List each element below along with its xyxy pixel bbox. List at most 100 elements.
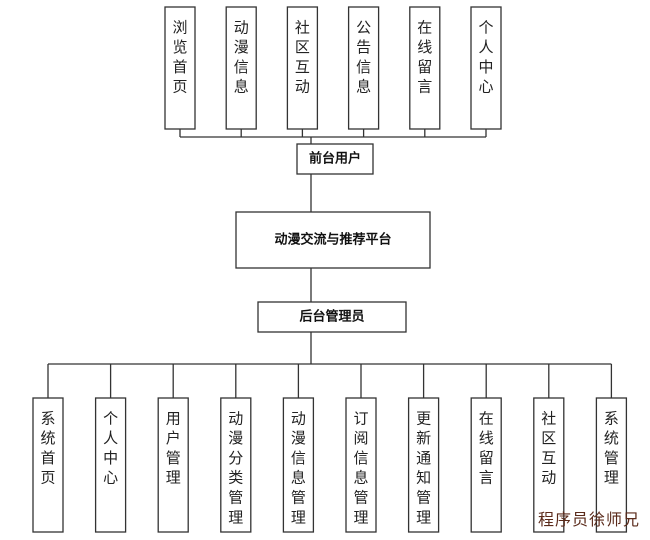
module-label-char: 在	[417, 18, 432, 36]
module-label-char: 息	[353, 469, 368, 487]
module-label-char: 社	[541, 409, 556, 427]
module-box	[347, 6, 380, 130]
module-label: 动漫信息管理	[291, 409, 306, 526]
module-label: 用户管理	[166, 409, 181, 486]
module-label: 浏览首页	[172, 18, 187, 95]
module-label-char: 首	[172, 58, 187, 76]
module-label-char: 理	[604, 469, 619, 487]
module-label-char: 息	[356, 78, 371, 96]
module-label-char: 互	[541, 449, 556, 467]
module-box	[407, 397, 440, 533]
module-label-char: 信	[356, 58, 371, 76]
module-label-char: 告	[356, 38, 371, 56]
module-label-char: 动	[228, 409, 243, 427]
module-label-char: 知	[416, 469, 431, 487]
module-box	[595, 397, 628, 533]
module-label-char: 互	[295, 58, 310, 76]
module-label-char: 息	[234, 78, 249, 96]
frontend-modules: 浏览首页 动漫信息 社区互动 公告信息 在线留言 个人中心	[164, 6, 502, 144]
module-label-char: 社	[295, 18, 310, 36]
frontend-user-label: 前台用户	[309, 151, 361, 167]
module-label: 公告信息	[356, 18, 371, 95]
module-label-char: 信	[234, 58, 249, 76]
module-label-char: 信	[353, 449, 368, 467]
module-box	[345, 397, 377, 533]
module-label-char: 分	[228, 449, 243, 467]
module-box	[470, 6, 502, 130]
module-label-char: 管	[228, 488, 243, 506]
module-box	[533, 397, 565, 533]
module-box	[409, 6, 441, 130]
module-label-char: 漫	[291, 429, 306, 447]
module-label-char: 览	[172, 38, 187, 56]
module-label: 更新通知管理	[416, 409, 431, 526]
module-box	[282, 397, 315, 533]
module-label: 订阅信息管理	[353, 409, 368, 526]
module-label-char: 更	[416, 409, 431, 427]
module-label-char: 理	[353, 508, 368, 526]
module-label-char: 理	[291, 508, 306, 526]
module-label-char: 区	[541, 429, 556, 447]
module-label: 系统首页	[40, 409, 55, 486]
module-label-char: 动	[291, 409, 306, 427]
module-label-char: 留	[417, 58, 432, 76]
module-label-char: 言	[417, 78, 432, 96]
module-label-char: 阅	[353, 429, 368, 447]
module-label-char: 人	[103, 429, 118, 447]
module-label: 社区互动	[295, 18, 310, 95]
module-label-char: 管	[604, 449, 619, 467]
backend-admin-label: 后台管理员	[299, 309, 364, 325]
module-label-char: 心	[478, 78, 493, 96]
central-nodes: 前台用户 动漫交流与推荐平台 后台管理员	[235, 143, 431, 333]
module-label-char: 言	[479, 469, 494, 487]
backend-admin-box	[257, 301, 407, 333]
module-label-char: 页	[172, 78, 187, 96]
module-label-char: 系	[604, 409, 619, 427]
module-label-char: 统	[40, 429, 55, 447]
module-label-char: 个	[478, 18, 493, 36]
module-label-char: 动	[541, 469, 556, 487]
module-label-char: 新	[416, 429, 431, 447]
module-label-char: 系	[40, 409, 55, 427]
module-label-char: 信	[291, 449, 306, 467]
module-label-char: 线	[479, 429, 494, 447]
module-box	[94, 397, 127, 533]
module-box	[220, 397, 252, 533]
module-label-char: 理	[166, 469, 181, 487]
module-label-char: 中	[478, 58, 493, 76]
module-label: 个人中心	[478, 18, 493, 95]
module-box	[286, 6, 319, 130]
module-label: 个人中心	[103, 409, 118, 486]
module-label: 系统管理	[604, 409, 619, 486]
module-label: 动漫信息	[234, 18, 249, 95]
module-label-char: 人	[478, 38, 493, 56]
module-label-char: 个	[103, 409, 118, 427]
module-label-char: 心	[103, 469, 118, 487]
frontend-user-box	[296, 143, 374, 175]
module-label-char: 留	[479, 449, 494, 467]
module-label-char: 管	[353, 488, 368, 506]
module-label-char: 漫	[234, 38, 249, 56]
module-box	[157, 397, 189, 533]
module-box	[32, 397, 64, 533]
module-label: 在线留言	[417, 18, 432, 95]
module-label-char: 户	[166, 429, 181, 447]
module-label-char: 管	[416, 488, 431, 506]
module-box	[470, 397, 502, 533]
module-label-char: 统	[604, 429, 619, 447]
platform-box	[235, 211, 431, 269]
watermark-text: 程序员徐师兄	[537, 510, 640, 529]
module-label: 动漫分类管理	[228, 409, 243, 526]
module-label-char: 类	[228, 469, 243, 487]
module-label-char: 理	[228, 508, 243, 526]
backend-modules: 系统首页个人中心用户管理动漫分类管理动漫信息管理订阅信息管理更新通知管理在线留言…	[32, 332, 628, 533]
module-label-char: 区	[295, 38, 310, 56]
module-box	[225, 6, 257, 130]
module-label-char: 管	[166, 449, 181, 467]
module-label-char: 在	[479, 409, 494, 427]
module-label-char: 线	[417, 38, 432, 56]
module-label-char: 首	[40, 449, 55, 467]
module-label-char: 浏	[172, 18, 187, 36]
module-label-char: 息	[291, 469, 306, 487]
